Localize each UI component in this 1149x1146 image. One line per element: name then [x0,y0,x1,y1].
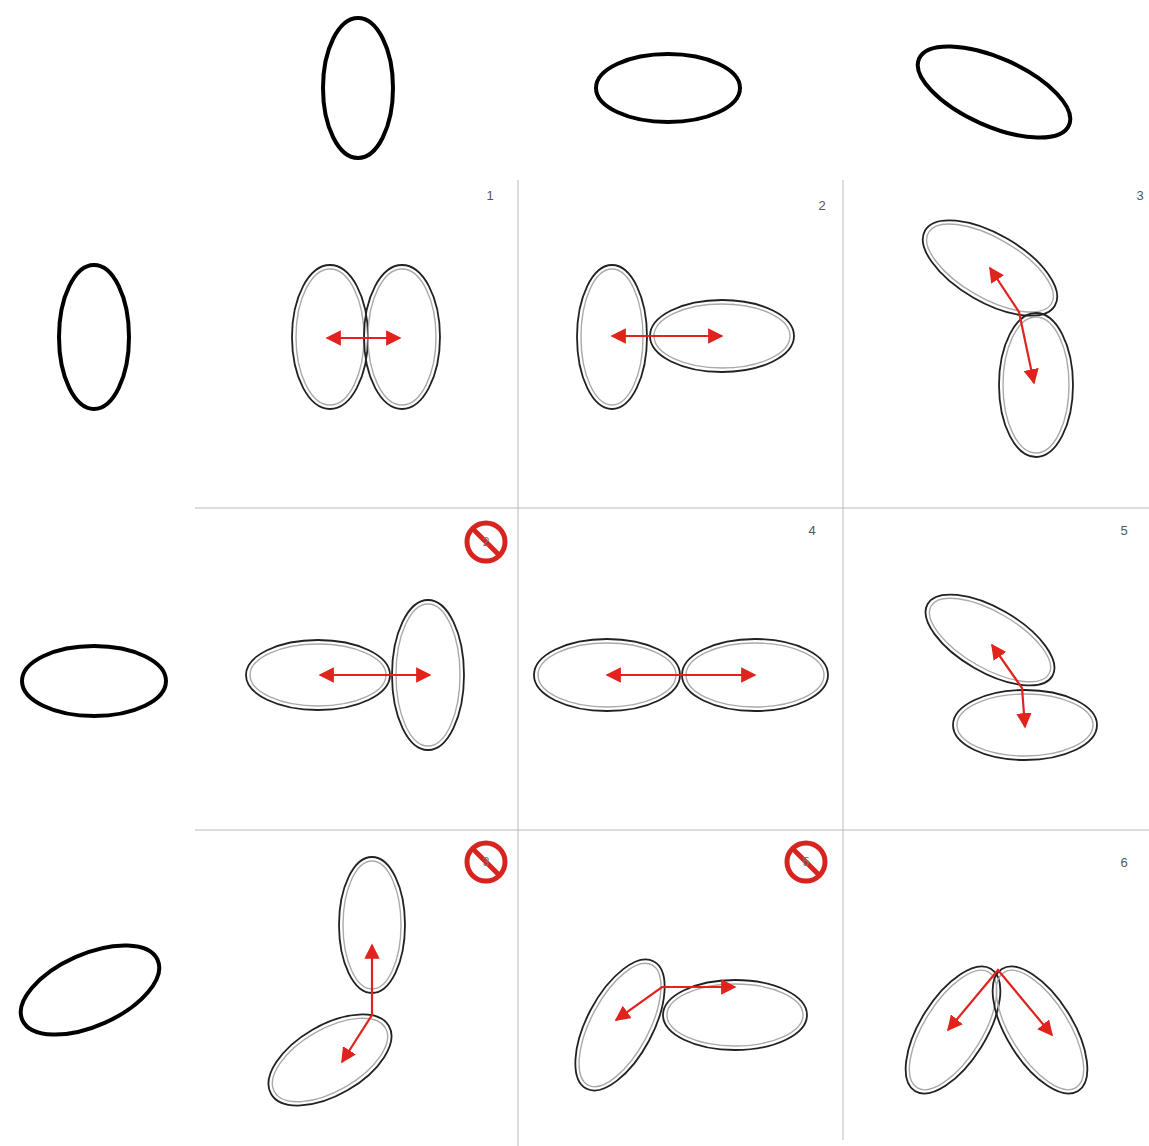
faint-number: 3 [483,856,490,868]
cell-outline [254,996,407,1125]
cell-outline [663,980,807,1050]
cell-outline [912,576,1069,703]
header-ellipses [8,18,1083,1053]
callout-number: 5 [1120,524,1127,537]
cell-outline [887,951,1019,1108]
callout-number: 3 [1136,189,1143,202]
cell-membrane [562,951,677,1098]
cell-membrane [917,582,1063,698]
callout-number: 4 [808,524,815,537]
callout-number: 2 [818,199,825,212]
cell-membrane [892,957,1013,1103]
cell-membrane [259,1001,401,1119]
red-arrows [320,268,1052,1062]
callout-number: 6 [1120,856,1127,869]
cell-outline [557,946,683,1104]
cell-shapes [246,201,1106,1124]
cell-membrane [979,957,1100,1103]
callout-number: 1 [486,189,493,202]
grid-lines [195,180,1149,1146]
faint-number: 5 [803,856,810,868]
cell-membrane [667,984,803,1046]
prohibition-signs [467,523,825,881]
faint-number: 2 [483,536,490,548]
cell-membrane [1003,317,1069,453]
cell-outline [999,313,1073,457]
